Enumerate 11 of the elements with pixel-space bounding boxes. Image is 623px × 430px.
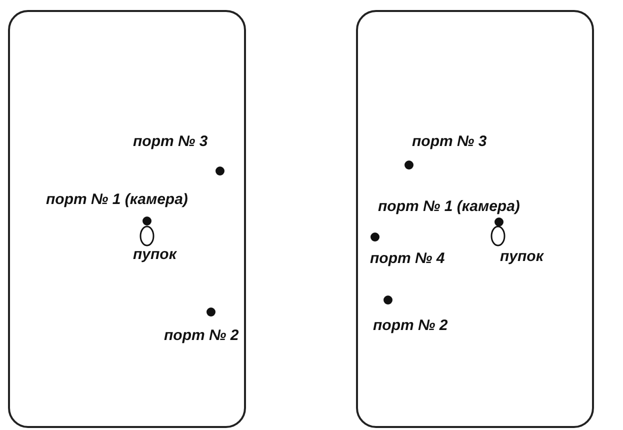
port-label: порт № 1 (камера) bbox=[46, 191, 188, 208]
port-label: порт № 3 bbox=[412, 133, 487, 150]
port-label: пупок bbox=[133, 246, 176, 263]
port-label: порт № 2 bbox=[164, 327, 239, 344]
port-label: порт № 1 (камера) bbox=[378, 198, 520, 215]
port-label: порт № 2 bbox=[373, 317, 448, 334]
port-label: пупок bbox=[500, 248, 544, 265]
body-outline bbox=[8, 10, 246, 428]
body-outline bbox=[356, 10, 594, 428]
port-label: порт № 4 bbox=[370, 250, 445, 267]
port-label: порт № 3 bbox=[133, 133, 208, 150]
